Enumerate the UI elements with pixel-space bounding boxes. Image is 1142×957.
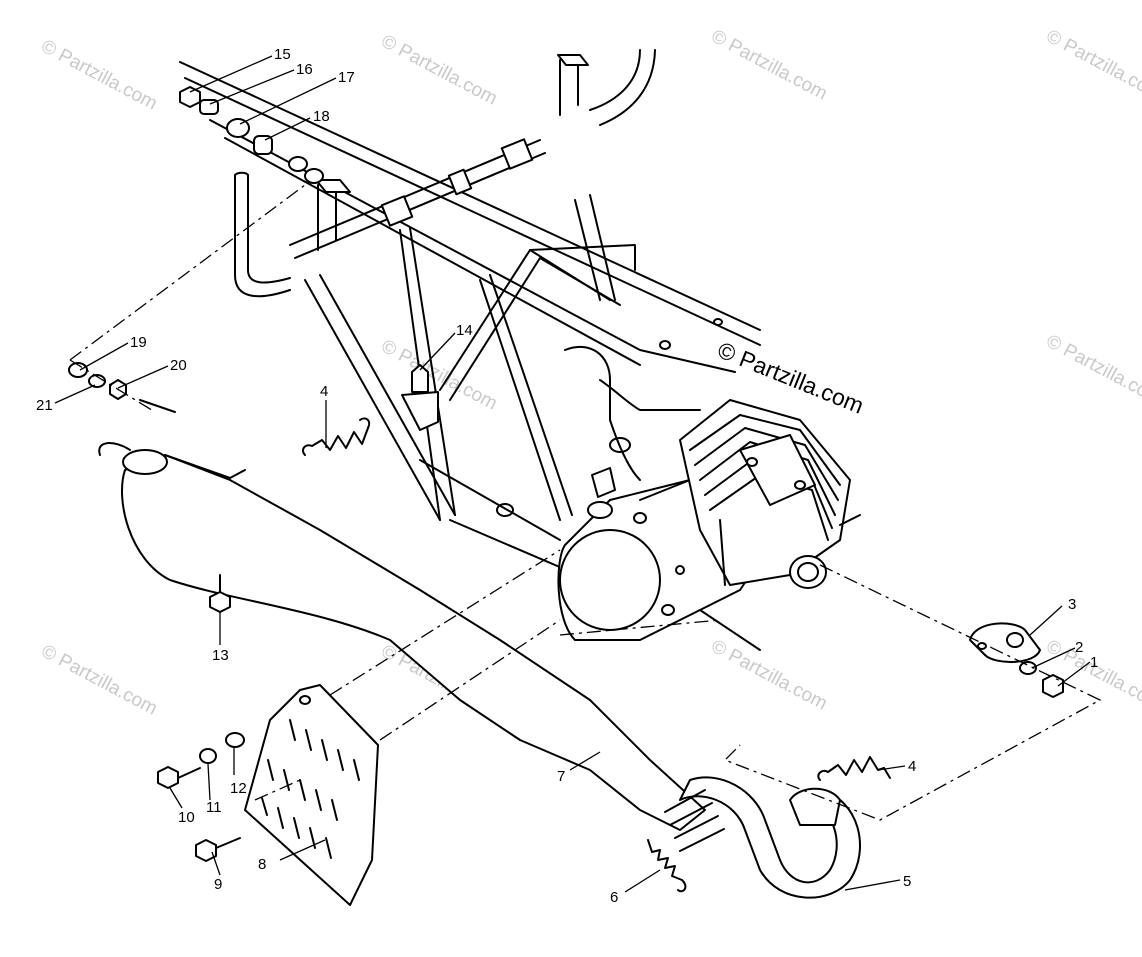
callout-13: 13 — [212, 647, 229, 664]
watermark-text: © Partzilla.com — [1043, 636, 1142, 715]
callout-4-lower: 4 — [908, 758, 916, 775]
watermark-text: © Partzilla.com — [1043, 331, 1142, 410]
hardware-drawing — [68, 86, 324, 862]
callout-labels: 1 2 3 4 4 5 6 7 8 9 10 11 12 13 14 15 16… — [36, 46, 1098, 906]
engine-drawing — [557, 399, 861, 651]
callout-2: 2 — [1075, 639, 1083, 656]
callout-11: 11 — [206, 799, 222, 816]
callout-17: 17 — [338, 69, 355, 86]
watermark-text: © Partzilla.com — [708, 636, 831, 715]
alignment-lines — [69, 184, 1102, 821]
watermark-text: © Partzilla.com — [708, 26, 831, 105]
callout-1: 1 — [1090, 654, 1098, 671]
watermark-text: © Partzilla.com — [38, 641, 161, 720]
watermark-text: © Partzilla.com — [1043, 26, 1142, 105]
watermark-text: © Partzilla.com — [38, 36, 161, 115]
callout-8: 8 — [258, 856, 266, 873]
exhaust-drawing — [98, 442, 1064, 899]
callout-9: 9 — [214, 876, 222, 893]
callout-21: 21 — [36, 397, 53, 414]
callout-18: 18 — [313, 108, 330, 125]
callout-15: 15 — [274, 46, 291, 63]
heat-shield-drawing — [244, 684, 379, 906]
callout-7: 7 — [557, 768, 565, 785]
watermark-text: © Partzilla.com — [378, 31, 501, 110]
callout-6: 6 — [610, 889, 618, 906]
callout-20: 20 — [170, 357, 187, 374]
callout-19: 19 — [130, 334, 147, 351]
springs-drawing — [302, 417, 891, 893]
callout-14: 14 — [456, 322, 473, 339]
callout-5: 5 — [903, 873, 911, 890]
callout-16: 16 — [296, 61, 313, 78]
leader-lines — [54, 55, 1091, 893]
callout-12: 12 — [230, 780, 247, 797]
callout-10: 10 — [178, 809, 195, 826]
callout-4-upper: 4 — [320, 383, 328, 400]
callout-3: 3 — [1068, 596, 1076, 613]
